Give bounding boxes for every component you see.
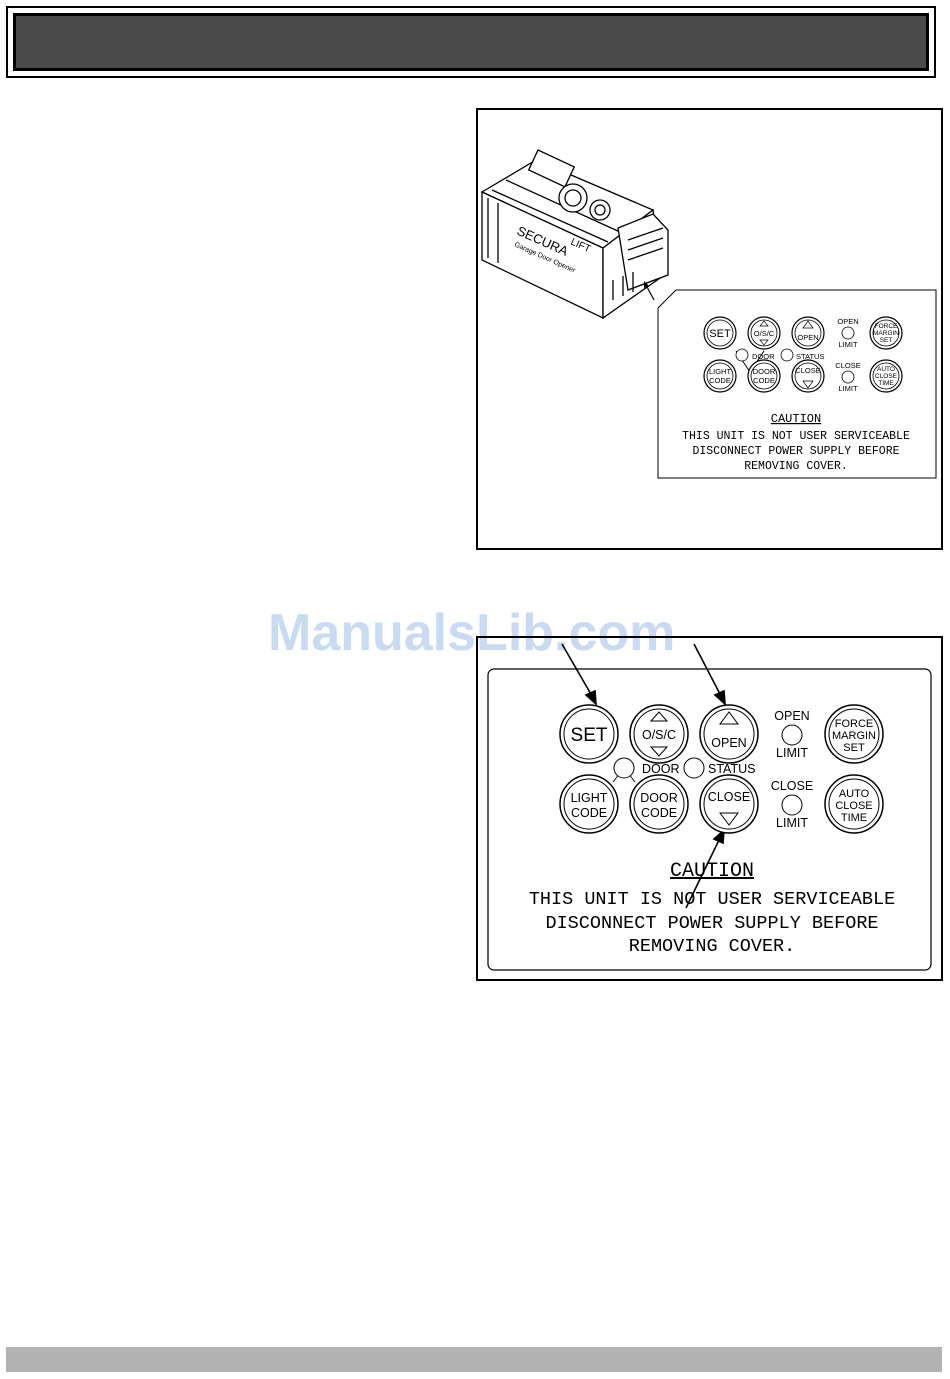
auto-close-time-button[interactable]: AUTO CLOSE TIME xyxy=(869,359,903,393)
light-code-button[interactable]: LIGHT CODE xyxy=(559,774,619,834)
close-button[interactable]: CLOSE xyxy=(791,359,825,393)
close-limit-indicator: CLOSE LIMIT xyxy=(835,361,860,393)
close-button[interactable]: CLOSE xyxy=(699,774,759,834)
svg-text:O/S/C: O/S/C xyxy=(754,329,775,338)
caution-line-3: REMOVING COVER. xyxy=(629,936,796,957)
svg-text:CLOSE: CLOSE xyxy=(875,373,898,380)
svg-text:FORCE: FORCE xyxy=(835,718,874,730)
svg-text:AUTO: AUTO xyxy=(839,788,870,800)
auto-close-time-button[interactable]: AUTO CLOSE TIME xyxy=(824,774,884,834)
svg-text:CODE: CODE xyxy=(571,806,607,820)
pointer-arrows xyxy=(561,643,726,909)
svg-text:OPEN: OPEN xyxy=(797,333,818,342)
light-code-button[interactable]: LIGHT CODE xyxy=(703,359,737,393)
svg-text:LIMIT: LIMIT xyxy=(838,384,858,393)
svg-text:LIMIT: LIMIT xyxy=(776,816,808,830)
header-bar xyxy=(6,6,936,78)
opener-illustration: SECURA LIFT Garage Door Opener SET xyxy=(480,149,937,479)
open-limit-indicator: OPEN LIMIT xyxy=(837,317,858,349)
svg-text:SET: SET xyxy=(709,328,731,340)
svg-text:AUTO: AUTO xyxy=(877,366,895,373)
open-limit-indicator: OPEN LIMIT xyxy=(774,709,809,760)
svg-text:SET: SET xyxy=(571,725,608,746)
caution-title: CAUTION xyxy=(670,860,754,883)
svg-text:FORCE: FORCE xyxy=(875,323,898,330)
leader-line xyxy=(645,284,655,301)
svg-text:DOOR: DOOR xyxy=(640,791,678,805)
caution-line-3: REMOVING COVER. xyxy=(744,460,848,473)
status-label: STATUS xyxy=(708,762,755,776)
door-label: DOOR xyxy=(752,352,775,361)
open-button[interactable]: OPEN xyxy=(699,704,759,764)
figure-control-panel: SET O/S/C OPEN OPEN LIMIT FORCE MARGIN S… xyxy=(476,636,943,981)
svg-text:CLOSE: CLOSE xyxy=(835,361,860,370)
svg-text:SET: SET xyxy=(843,742,865,754)
svg-text:SET: SET xyxy=(880,337,893,344)
svg-text:CLOSE: CLOSE xyxy=(795,366,820,375)
opener-unit-drawing xyxy=(480,149,669,320)
svg-text:TIME: TIME xyxy=(878,380,894,387)
svg-text:LIGHT: LIGHT xyxy=(709,367,732,376)
svg-text:CODE: CODE xyxy=(753,376,775,385)
osc-button[interactable]: O/S/C xyxy=(629,704,689,764)
set-button[interactable]: SET xyxy=(559,704,619,764)
svg-text:CODE: CODE xyxy=(641,806,677,820)
footer-bar xyxy=(6,1347,942,1372)
close-limit-indicator: CLOSE LIMIT xyxy=(771,779,813,830)
svg-text:OPEN: OPEN xyxy=(837,317,858,326)
caution-line-2: DISCONNECT POWER SUPPLY BEFORE xyxy=(692,445,899,458)
watermark: ManualsLib.com xyxy=(268,604,676,662)
svg-text:MARGIN: MARGIN xyxy=(873,330,899,337)
door-led xyxy=(613,757,635,779)
svg-text:LIGHT: LIGHT xyxy=(571,791,608,805)
door-code-button[interactable]: DOOR CODE xyxy=(629,774,689,834)
set-button[interactable]: SET xyxy=(703,316,737,350)
svg-text:LIMIT: LIMIT xyxy=(838,340,858,349)
up-arrow-icon xyxy=(759,320,769,327)
close-limit-led xyxy=(841,370,855,384)
force-margin-set-button[interactable]: FORCE MARGIN SET xyxy=(824,704,884,764)
open-limit-led xyxy=(841,326,855,340)
svg-text:OPEN: OPEN xyxy=(711,736,746,750)
control-panel-illustration: SET O/S/C OPEN OPEN LIMIT FORCE MARGIN S… xyxy=(487,643,932,971)
up-arrow-icon xyxy=(649,711,669,722)
door-label: DOOR xyxy=(642,762,680,776)
svg-text:TIME: TIME xyxy=(841,812,867,824)
down-arrow-icon xyxy=(719,812,739,826)
door-code-button[interactable]: DOOR CODE xyxy=(747,359,781,393)
osc-button[interactable]: O/S/C xyxy=(747,316,781,350)
inset-control-panel: SET O/S/C OPEN OPEN LIMIT xyxy=(657,289,937,479)
svg-text:CLOSE: CLOSE xyxy=(771,779,813,793)
header-title-band xyxy=(13,13,929,71)
status-led xyxy=(683,757,705,779)
caution-title: CAUTION xyxy=(771,412,821,426)
open-limit-led xyxy=(781,724,803,746)
svg-text:CLOSE: CLOSE xyxy=(708,790,750,804)
caution-line-1: THIS UNIT IS NOT USER SERVICEABLE xyxy=(529,889,895,910)
svg-text:MARGIN: MARGIN xyxy=(832,730,876,742)
caution-line-2: DISCONNECT POWER SUPPLY BEFORE xyxy=(545,913,878,934)
force-margin-set-button[interactable]: FORCE MARGIN SET xyxy=(869,316,903,350)
svg-text:OPEN: OPEN xyxy=(774,709,809,723)
down-arrow-icon xyxy=(802,380,814,389)
down-arrow-icon xyxy=(649,746,669,757)
door-led xyxy=(735,348,749,362)
status-led xyxy=(780,348,794,362)
svg-text:O/S/C: O/S/C xyxy=(642,728,676,742)
status-label: STATUS xyxy=(796,352,824,361)
svg-text:CLOSE: CLOSE xyxy=(835,800,872,812)
svg-text:DOOR: DOOR xyxy=(753,367,776,376)
open-button[interactable]: OPEN xyxy=(791,316,825,350)
caution-line-1: THIS UNIT IS NOT USER SERVICEABLE xyxy=(682,430,910,443)
svg-text:CODE: CODE xyxy=(709,376,731,385)
down-arrow-icon xyxy=(759,339,769,346)
up-arrow-icon xyxy=(802,320,814,329)
arrow-head-icon xyxy=(644,281,649,288)
svg-text:LIMIT: LIMIT xyxy=(776,746,808,760)
figure-opener-unit: SECURA LIFT Garage Door Opener SET xyxy=(476,108,943,550)
up-arrow-icon xyxy=(719,711,739,725)
close-limit-led xyxy=(781,794,803,816)
